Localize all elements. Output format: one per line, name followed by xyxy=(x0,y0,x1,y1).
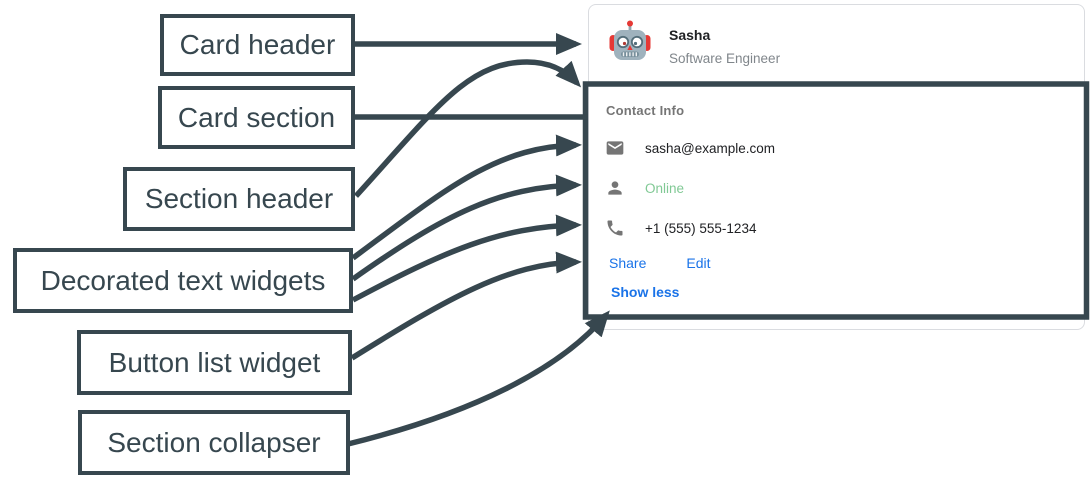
arrow-decorated-text-phone xyxy=(351,214,582,303)
annotation-section-header: Section header xyxy=(123,167,355,231)
arrow-section-header xyxy=(353,59,582,198)
show-less-button[interactable]: Show less xyxy=(611,284,680,300)
phone-icon xyxy=(605,218,625,238)
arrow-decorated-text-online xyxy=(351,174,582,282)
robot-avatar-icon xyxy=(607,18,653,64)
annotation-button-list-widget: Button list widget xyxy=(77,330,352,395)
decorated-text-phone: +1 (555) 555-1234 xyxy=(605,216,756,240)
phone-text: +1 (555) 555-1234 xyxy=(645,220,757,236)
edit-button[interactable]: Edit xyxy=(686,255,711,271)
status-text: Online xyxy=(645,180,685,196)
card-title: Sasha xyxy=(669,27,711,43)
decorated-text-email: sasha@example.com xyxy=(605,136,775,160)
annotation-card-header: Card header xyxy=(160,14,355,76)
decorated-text-status: Online xyxy=(605,176,684,200)
arrow-decorated-text-email xyxy=(351,134,582,261)
arrow-button-list xyxy=(350,251,582,361)
email-icon xyxy=(605,138,625,158)
contact-card: Sasha Software Engineer Contact Info sas… xyxy=(588,4,1085,330)
person-icon xyxy=(605,178,625,198)
section-header: Contact Info xyxy=(606,103,685,118)
card-subtitle: Software Engineer xyxy=(669,51,781,66)
email-text: sasha@example.com xyxy=(645,140,776,156)
share-button[interactable]: Share xyxy=(609,255,647,271)
arrow-section-collapser xyxy=(347,310,610,447)
button-list: Share Edit xyxy=(609,255,710,271)
card-header: Sasha Software Engineer xyxy=(589,5,1084,85)
annotation-section-collapser: Section collapser xyxy=(78,410,350,475)
annotation-card-section: Card section xyxy=(158,86,355,149)
annotation-decorated-text-widgets: Decorated text widgets xyxy=(13,248,353,313)
